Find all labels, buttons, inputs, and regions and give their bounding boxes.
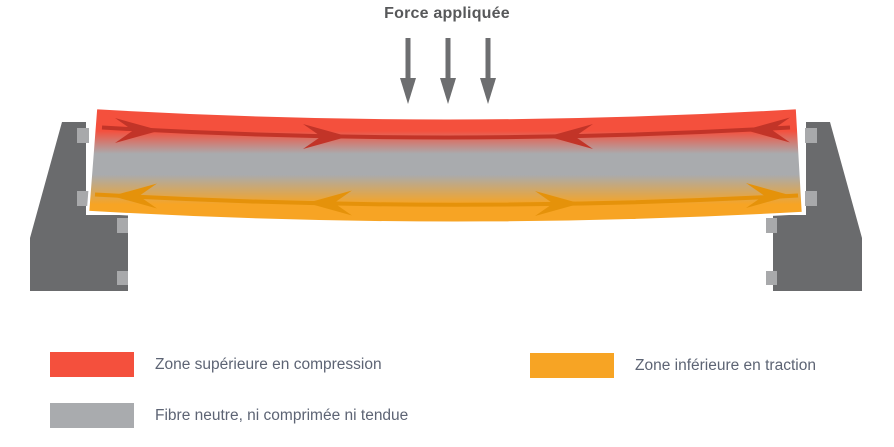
right-support-tab — [766, 218, 777, 233]
force-arrow-shaft — [405, 38, 411, 80]
legend-item-compression: Zone supérieure en compression — [50, 352, 382, 377]
left-support-tab — [77, 128, 89, 143]
compression-line — [101, 125, 791, 140]
force-arrow-head — [480, 78, 496, 104]
legend-label-neutral: Fibre neutre, ni comprimée ni tendue — [155, 406, 409, 424]
tension-arrowhead-right — [746, 183, 791, 208]
compression-arrowhead-right — [115, 118, 160, 143]
legend-label-compression: Zone supérieure en compression — [155, 355, 382, 373]
legend-swatch-neutral — [50, 403, 134, 428]
force-arrows — [400, 38, 496, 104]
left-support-body — [30, 122, 128, 291]
force-arrow — [400, 38, 416, 104]
force-label: Force appliquée — [384, 5, 510, 22]
compression-arrowhead-right — [303, 124, 348, 149]
force-arrow-shaft — [445, 38, 451, 80]
tension-stress — [94, 183, 799, 216]
legend-swatch-compression — [50, 352, 134, 377]
force-arrow-head — [400, 78, 416, 104]
force-arrow-shaft — [485, 38, 491, 80]
left-support-tab — [117, 218, 128, 233]
legend-item-neutral: Fibre neutre, ni comprimée ni tendue — [50, 403, 408, 428]
legend-label-traction: Zone inférieure en traction — [635, 356, 816, 374]
right-support-tab — [805, 191, 817, 206]
tension-line — [94, 192, 799, 207]
force-arrow-head — [440, 78, 456, 104]
right-support-body — [773, 122, 862, 291]
left-support — [30, 122, 128, 291]
legend-item-traction: Zone inférieure en traction — [530, 353, 816, 378]
legend-swatch-traction — [530, 353, 614, 378]
left-support-tab — [117, 271, 128, 285]
force-arrow — [440, 38, 456, 104]
right-support-tab — [805, 128, 817, 143]
compression-arrowhead-left — [548, 124, 593, 149]
right-support-tab — [766, 271, 777, 285]
tension-arrowhead-right — [535, 191, 580, 216]
compression-arrowhead-left — [745, 117, 790, 143]
right-support — [766, 122, 862, 291]
tension-arrowhead-left — [307, 190, 352, 216]
compression-stress — [101, 117, 791, 149]
force-arrow — [480, 38, 496, 104]
left-support-tab — [77, 191, 89, 206]
tension-arrowhead-left — [112, 183, 157, 209]
